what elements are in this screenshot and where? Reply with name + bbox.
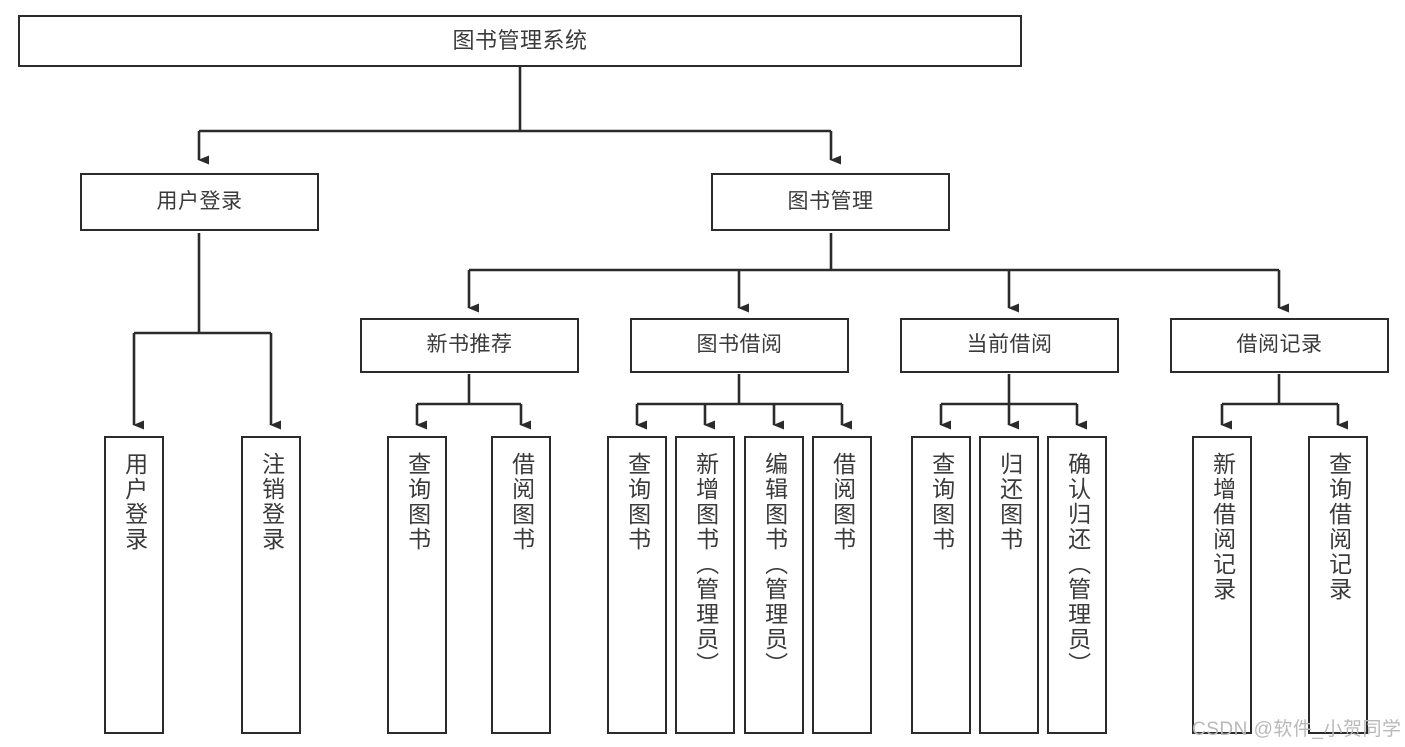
node-current-borrow[interactable]: 当前借阅 <box>900 318 1119 373</box>
node-leaf-return-book[interactable]: 归还图书 <box>979 436 1039 734</box>
node-leaf-query-book-1-label: 查询图书 <box>404 452 431 552</box>
node-book-management-label: 图书管理 <box>787 189 874 213</box>
node-leaf-add-book-label: 新增图书（管理员） <box>692 452 719 677</box>
node-leaf-borrow-book-2[interactable]: 借阅图书 <box>812 436 872 734</box>
node-leaf-user-login[interactable]: 用户登录 <box>104 436 164 734</box>
node-leaf-return-book-label: 归还图书 <box>996 452 1023 552</box>
node-leaf-add-borrow-record-label: 新增借阅记录 <box>1209 452 1236 602</box>
node-leaf-query-book-2[interactable]: 查询图书 <box>607 436 667 734</box>
node-user-login[interactable]: 用户登录 <box>80 173 319 231</box>
node-leaf-query-book-3-label: 查询图书 <box>928 452 955 552</box>
node-leaf-query-book-2-label: 查询图书 <box>624 452 651 552</box>
node-book-borrow[interactable]: 图书借阅 <box>630 318 849 373</box>
node-leaf-query-book-1[interactable]: 查询图书 <box>387 436 447 734</box>
node-borrow-record-label: 借阅记录 <box>1236 333 1323 357</box>
node-leaf-borrow-book-1[interactable]: 借阅图书 <box>491 436 551 734</box>
node-leaf-add-borrow-record[interactable]: 新增借阅记录 <box>1192 436 1252 734</box>
node-book-borrow-label: 图书借阅 <box>696 333 783 357</box>
csdn-watermark: CSDN @软件_小贺同学 <box>1192 719 1402 740</box>
node-book-management[interactable]: 图书管理 <box>711 173 950 231</box>
node-new-book-recommend-label: 新书推荐 <box>426 333 513 357</box>
node-leaf-query-borrow-record-label: 查询借阅记录 <box>1325 452 1352 602</box>
node-current-borrow-label: 当前借阅 <box>966 333 1053 357</box>
node-leaf-confirm-return[interactable]: 确认归还（管理员） <box>1047 436 1107 734</box>
node-leaf-logout-login-label: 注销登录 <box>258 452 285 552</box>
node-leaf-add-book[interactable]: 新增图书（管理员） <box>675 436 735 734</box>
node-user-login-label: 用户登录 <box>156 189 243 213</box>
node-leaf-query-book-3[interactable]: 查询图书 <box>911 436 971 734</box>
node-leaf-logout-login[interactable]: 注销登录 <box>241 436 301 734</box>
node-leaf-user-login-label: 用户登录 <box>121 452 148 552</box>
node-new-book-recommend[interactable]: 新书推荐 <box>360 318 579 373</box>
node-root[interactable]: 图书管理系统 <box>18 15 1022 67</box>
node-leaf-borrow-book-2-label: 借阅图书 <box>829 452 856 552</box>
node-leaf-query-borrow-record[interactable]: 查询借阅记录 <box>1308 436 1368 734</box>
node-root-label: 图书管理系统 <box>452 28 588 54</box>
node-leaf-edit-book[interactable]: 编辑图书（管理员） <box>744 436 804 734</box>
node-leaf-borrow-book-1-label: 借阅图书 <box>508 452 535 552</box>
node-leaf-confirm-return-label: 确认归还（管理员） <box>1064 452 1091 677</box>
node-leaf-edit-book-label: 编辑图书（管理员） <box>761 452 788 677</box>
node-borrow-record[interactable]: 借阅记录 <box>1170 318 1389 373</box>
